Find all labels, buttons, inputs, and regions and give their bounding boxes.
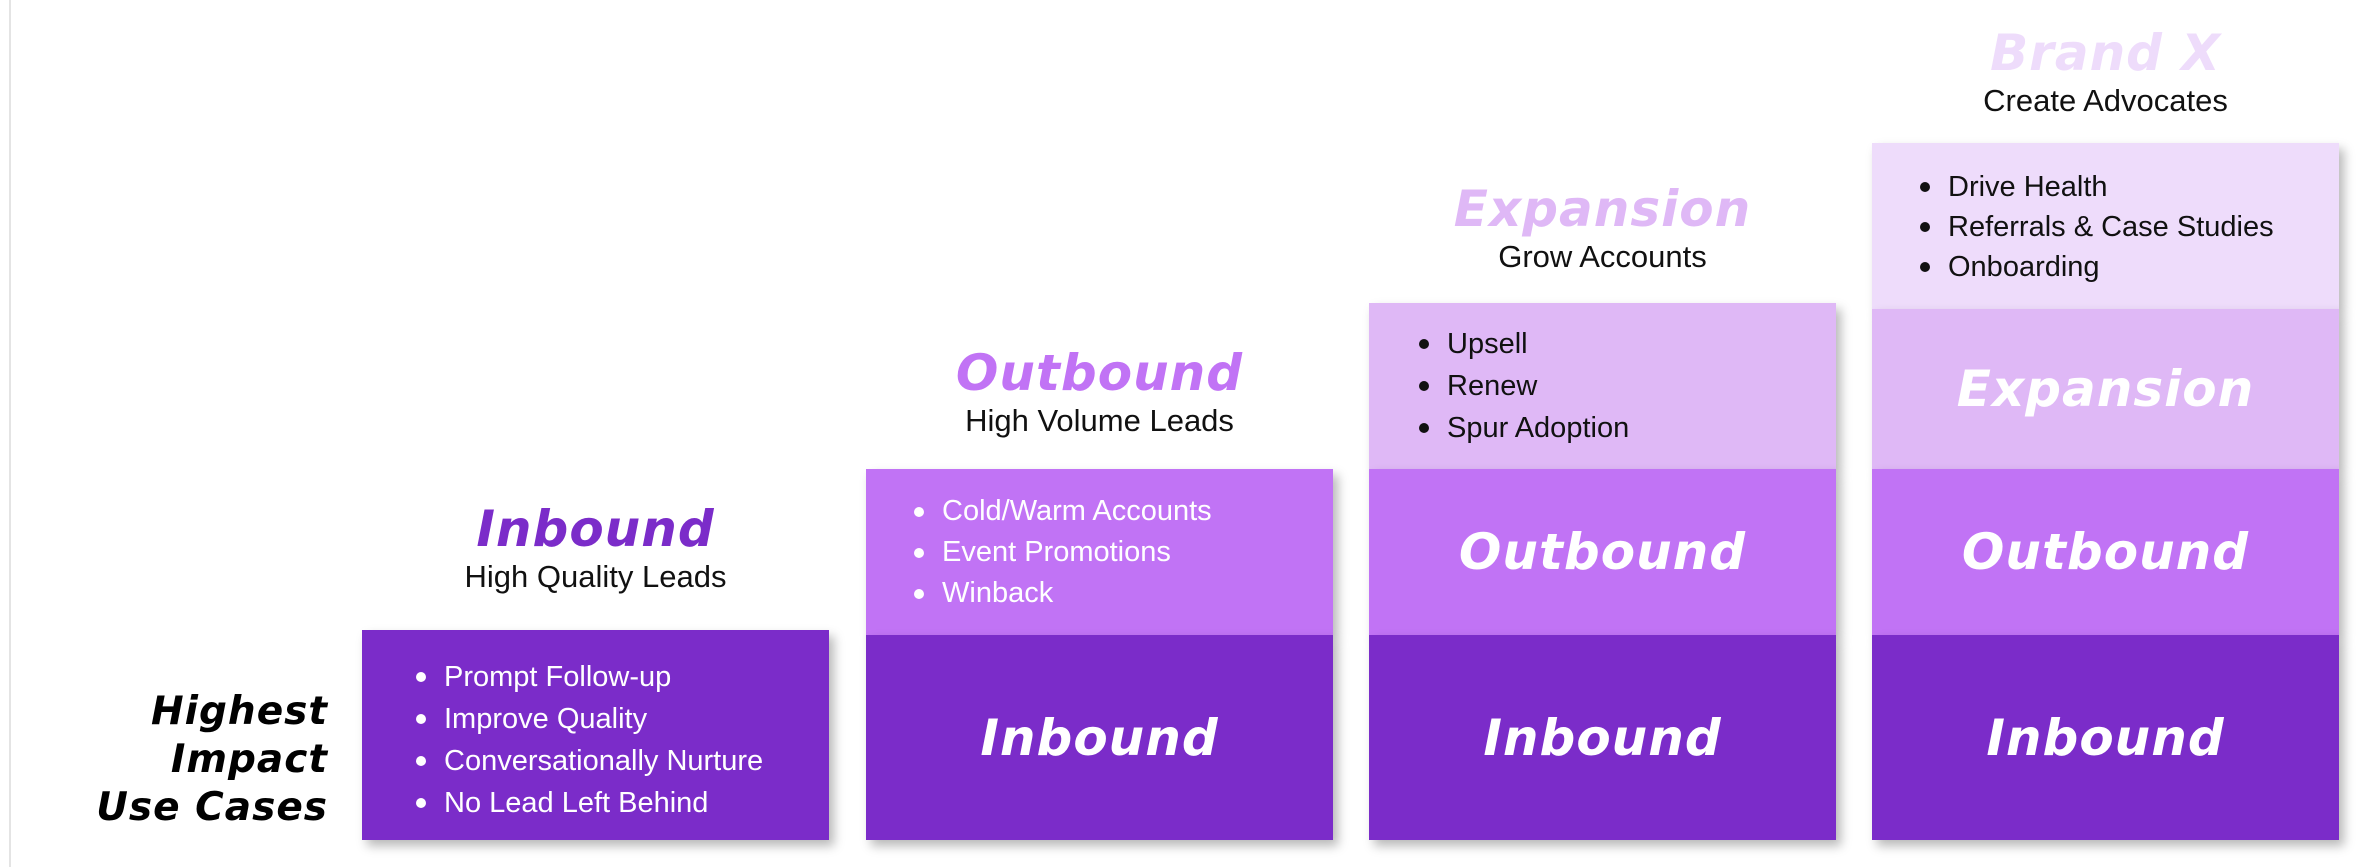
bullet-item: Renew — [1415, 365, 1836, 407]
stage-inbound-header: Inbound High Quality Leads — [362, 500, 829, 596]
bullet-item: Drive Health — [1916, 167, 2339, 207]
bullet-item: Upsell — [1415, 323, 1836, 365]
stage-outbound-header: Outbound High Volume Leads — [866, 344, 1333, 440]
bullet-item: Winback — [910, 573, 1333, 614]
stage-expansion-header: Expansion Grow Accounts — [1369, 180, 1836, 276]
bullet-item: Event Promotions — [910, 532, 1333, 573]
side-label-line2: Use Cases — [96, 785, 328, 830]
base-label-inbound: Inbound — [1483, 708, 1722, 767]
stage-inbound-subtitle: High Quality Leads — [464, 559, 727, 594]
base-label-outbound: Outbound — [1458, 523, 1747, 581]
stage-brandx-inbound-base: Inbound — [1872, 635, 2339, 840]
stage-brandx-expansion-base: Expansion — [1872, 309, 2339, 469]
stage-brandx-block: Drive Health Referrals & Case Studies On… — [1872, 143, 2339, 309]
bullet-item: Prompt Follow-up — [412, 656, 829, 698]
highest-impact-label: Highest Impact Use Cases — [30, 688, 328, 832]
bullet-item: Referrals & Case Studies — [1916, 207, 2339, 247]
stage-outbound-title: Outbound — [955, 344, 1244, 402]
stage-expansion-outbound-base: Outbound — [1369, 469, 1836, 635]
stage-expansion-block: Upsell Renew Spur Adoption — [1369, 303, 1836, 469]
stage-expansion-subtitle: Grow Accounts — [1498, 239, 1707, 274]
base-label-inbound: Inbound — [980, 708, 1219, 767]
stage-brandx-subtitle: Create Advocates — [1983, 83, 2228, 118]
stage-expansion-inbound-base: Inbound — [1369, 635, 1836, 840]
stage-brandx-title: Brand X — [1990, 24, 2221, 82]
left-divider — [9, 0, 11, 867]
stage-brandx-header: Brand X Create Advocates — [1872, 24, 2339, 120]
base-label-outbound: Outbound — [1961, 523, 2250, 581]
bullet-item: Conversationally Nurture — [412, 740, 829, 782]
bullet-item: No Lead Left Behind — [412, 782, 829, 824]
stage-expansion-title: Expansion — [1453, 180, 1752, 238]
base-label-expansion: Expansion — [1956, 360, 2255, 418]
stage-inbound-title: Inbound — [476, 500, 715, 558]
base-label-inbound: Inbound — [1986, 708, 2225, 767]
stage-brandx-bullets: Drive Health Referrals & Case Studies On… — [1916, 167, 2339, 287]
side-label-line1: Highest Impact — [151, 689, 328, 782]
bullet-item: Spur Adoption — [1415, 407, 1836, 449]
stage-outbound-bullets: Cold/Warm Accounts Event Promotions Winb… — [910, 491, 1333, 614]
stage-brandx-outbound-base: Outbound — [1872, 469, 2339, 635]
stage-outbound-block: Cold/Warm Accounts Event Promotions Winb… — [866, 469, 1333, 635]
bullet-item: Onboarding — [1916, 247, 2339, 287]
stage-inbound-bullets: Prompt Follow-up Improve Quality Convers… — [412, 656, 829, 824]
stage-outbound-subtitle: High Volume Leads — [965, 403, 1234, 438]
bullet-item: Cold/Warm Accounts — [910, 491, 1333, 532]
bullet-item: Improve Quality — [412, 698, 829, 740]
stage-expansion-bullets: Upsell Renew Spur Adoption — [1415, 323, 1836, 449]
stage-outbound-inbound-base: Inbound — [866, 635, 1333, 840]
stage-inbound-block: Prompt Follow-up Improve Quality Convers… — [362, 630, 829, 840]
